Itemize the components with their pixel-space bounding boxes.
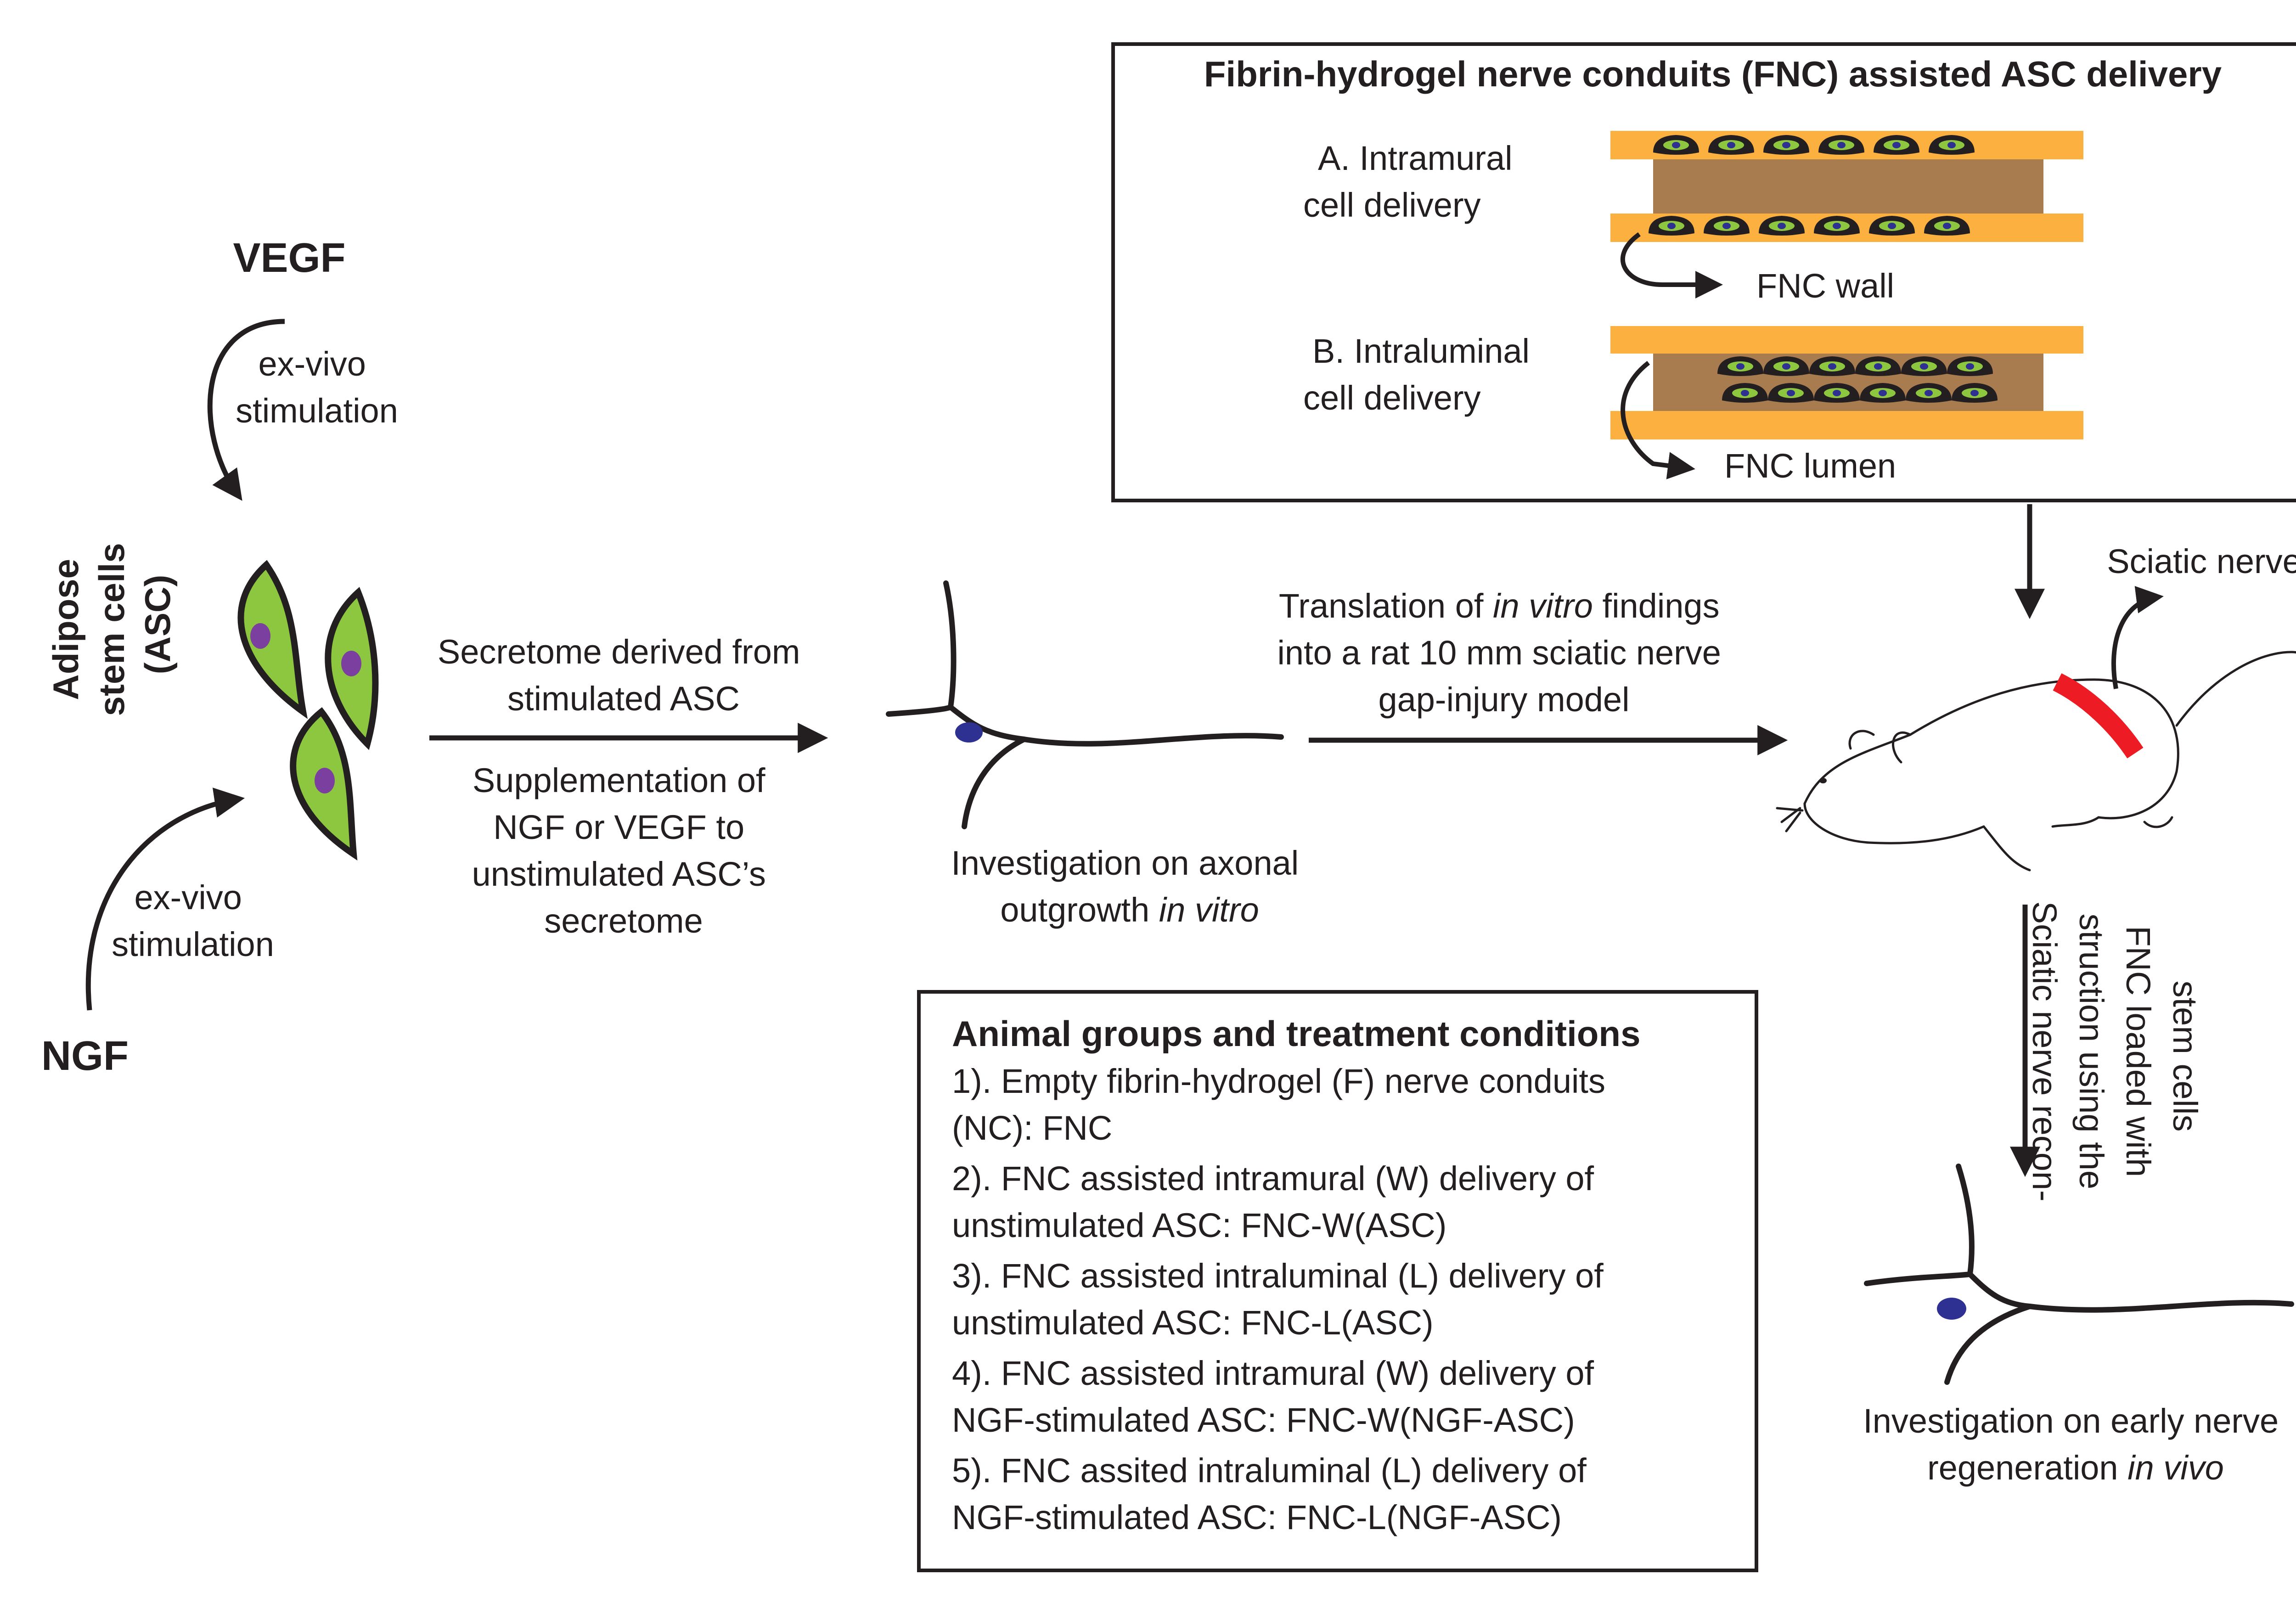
vegf-stimulation-label: ex-vivo stimulation	[236, 345, 398, 430]
intraluminal-label: B. Intraluminal cell delivery	[1303, 332, 1539, 417]
neuron-in-vitro	[886, 580, 1284, 829]
reconstruction-label: Sciatic nerve recon- struction using the…	[2026, 901, 2204, 1211]
in-vivo-caption: Investigation on early nerve regeneratio…	[1863, 1402, 2288, 1487]
intramural-label: A. Intramural cell delivery	[1303, 139, 1522, 224]
adipose-stem-cell	[325, 587, 379, 750]
adipose-stem-cell	[290, 707, 358, 861]
sciatic-nerve-label: Sciatic nerve	[2107, 542, 2296, 580]
supplementation-label: Supplementation of NGF or VEGF to unstim…	[472, 761, 776, 940]
fnc-wall-arrow	[1620, 232, 1723, 298]
secretome-label: Secretome derived from stimulated ASC	[438, 633, 810, 718]
vegf-label: VEGF	[233, 235, 345, 281]
in-vitro-caption: Investigation on axonal outgrowth in vit…	[951, 844, 1308, 929]
sciatic-injury-mark	[2053, 673, 2144, 759]
adipose-stem-cell	[237, 560, 308, 719]
sciatic-nerve-arrow	[2111, 586, 2164, 689]
neuron-in-vivo	[1864, 1164, 2294, 1385]
intraluminal-conduit	[1610, 326, 2083, 439]
vegf-stimulation-arrow	[207, 319, 285, 501]
animal-groups-box	[917, 990, 1758, 1572]
fnc-wall-label: FNC wall	[1756, 267, 1894, 305]
fnc-box	[1111, 42, 2296, 502]
fnc-lumen-arrow	[1621, 361, 1695, 479]
animal-groups-list: 1). Empty fibrin-hydrogel (F) nerve cond…	[952, 1062, 1615, 1536]
animal-groups-title: Animal groups and treatment conditions	[952, 1013, 1640, 1054]
translation-label: Translation of in vitro findings into a …	[1277, 587, 1730, 719]
ngf-stimulation-arrow	[85, 787, 245, 1011]
intramural-conduit	[1610, 131, 2083, 242]
ngf-stimulation-label: ex-vivo stimulation	[112, 878, 274, 963]
asc-label: Adipose stem cells (ASC)	[45, 533, 178, 716]
fnc-lumen-label: FNC lumen	[1724, 447, 1896, 485]
ngf-label: NGF	[41, 1033, 129, 1079]
fnc-box-title: Fibrin-hydrogel nerve conduits (FNC) ass…	[1204, 54, 2222, 94]
rat-illustration	[1776, 651, 2296, 872]
